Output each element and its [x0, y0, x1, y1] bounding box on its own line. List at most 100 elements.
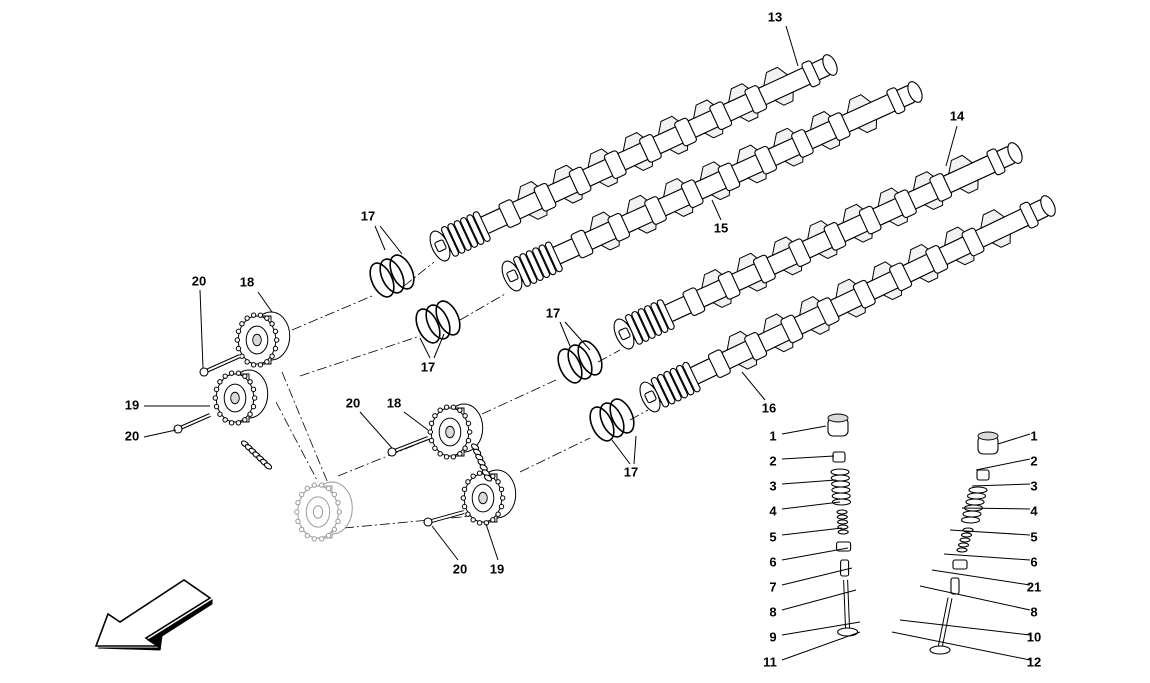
leader-line — [781, 621, 861, 636]
callout-c19a: 19 — [125, 397, 139, 412]
callout-c17d: 17 — [624, 464, 638, 479]
leader-line — [997, 433, 1031, 445]
leader-line — [433, 333, 445, 359]
callout-L4: 4 — [769, 503, 777, 518]
leader-line — [633, 435, 637, 465]
leader-line — [257, 291, 273, 313]
callout-R4: 4 — [1030, 503, 1038, 518]
leader-line — [379, 225, 403, 255]
leader-line — [945, 125, 958, 167]
variator-18-b — [427, 403, 484, 460]
snap-rings-17-b — [415, 300, 461, 344]
callout-c17c: 17 — [546, 305, 560, 320]
phantom-line — [299, 335, 421, 377]
leader-line — [781, 527, 843, 536]
direction-arrow — [94, 579, 213, 651]
callout-R10: 10 — [1027, 629, 1041, 644]
leader-line — [971, 483, 1031, 487]
callout-L6: 6 — [769, 554, 776, 569]
callout-c15: 15 — [714, 220, 728, 235]
camshaft-15 — [501, 81, 923, 292]
bolt-20-a — [199, 354, 241, 377]
callout-L11: 11 — [763, 654, 777, 669]
callout-c17a: 17 — [361, 208, 375, 223]
leader-line — [711, 199, 722, 221]
callout-R8: 8 — [1030, 604, 1037, 619]
leader-line — [961, 507, 1031, 510]
leader-line — [781, 501, 841, 510]
callout-c20b: 20 — [125, 428, 139, 443]
leader-line — [611, 439, 631, 465]
chain-a — [240, 440, 273, 470]
phantom-line — [275, 401, 319, 483]
leader-line — [485, 523, 499, 561]
leader-line — [785, 25, 799, 67]
leader-line — [741, 371, 766, 401]
leader-line — [943, 553, 1031, 561]
variator-18-a — [234, 311, 291, 368]
leader-line — [931, 569, 1031, 586]
phantom-line — [481, 379, 557, 415]
leader-line — [564, 321, 591, 351]
callout-R1: 1 — [1030, 428, 1037, 443]
callout-c13: 13 — [768, 9, 782, 24]
phantom-line — [343, 515, 473, 529]
phantom-line — [519, 437, 591, 473]
leader-line — [559, 321, 571, 347]
leader-line — [781, 455, 835, 460]
leader-line — [374, 225, 386, 251]
callout-L8: 8 — [769, 604, 776, 619]
leader-line — [975, 458, 1031, 471]
callout-R6: 6 — [1030, 554, 1037, 569]
callout-c17b: 17 — [421, 359, 435, 374]
snap-rings-17-c — [557, 340, 603, 384]
variator-19-a — [212, 369, 269, 426]
callout-c19b: 19 — [490, 561, 504, 576]
camshaft-14 — [613, 142, 1023, 350]
leader-line — [781, 547, 849, 561]
callout-c20c: 20 — [346, 395, 360, 410]
leader-line — [919, 585, 1031, 611]
callout-L1: 1 — [769, 428, 776, 443]
leader-line — [899, 619, 1031, 636]
leader-line — [781, 631, 861, 661]
callout-L3: 3 — [769, 478, 776, 493]
callout-c14: 14 — [950, 108, 965, 123]
callout-R5: 5 — [1030, 529, 1037, 544]
callout-R21: 21 — [1027, 579, 1041, 594]
snap-rings-17-d — [589, 398, 635, 442]
leader-line — [781, 425, 827, 435]
idler-gear — [293, 481, 353, 542]
leader-line — [359, 411, 393, 449]
bolt-20-d — [423, 510, 465, 527]
callout-R12: 12 — [1027, 654, 1041, 669]
callout-L7: 7 — [769, 579, 776, 594]
phantom-line — [459, 293, 506, 321]
phantom-line — [403, 261, 435, 287]
bolt-20-c — [387, 436, 429, 457]
leader-line — [403, 411, 429, 431]
callout-L2: 2 — [769, 453, 776, 468]
callout-R2: 2 — [1030, 453, 1037, 468]
camshaft-16 — [639, 195, 1056, 413]
camshaft-13 — [429, 54, 838, 262]
callout-c16: 16 — [762, 400, 776, 415]
bolt-20-b — [173, 413, 211, 434]
phantom-line — [281, 371, 331, 489]
leader-line — [431, 525, 459, 561]
callout-L9: 9 — [769, 629, 776, 644]
callout-c20a: 20 — [192, 273, 206, 288]
leader-line — [199, 289, 204, 369]
leader-line — [891, 631, 1031, 661]
callout-c20d: 20 — [453, 561, 467, 576]
callout-c18a: 18 — [240, 274, 254, 289]
leader-line — [419, 337, 431, 359]
leader-line — [781, 589, 857, 611]
callout-L5: 5 — [769, 529, 776, 544]
leader-line — [781, 567, 853, 586]
leader-line — [781, 479, 837, 485]
valve-stack-left — [827, 413, 859, 637]
leader-line — [143, 429, 177, 438]
